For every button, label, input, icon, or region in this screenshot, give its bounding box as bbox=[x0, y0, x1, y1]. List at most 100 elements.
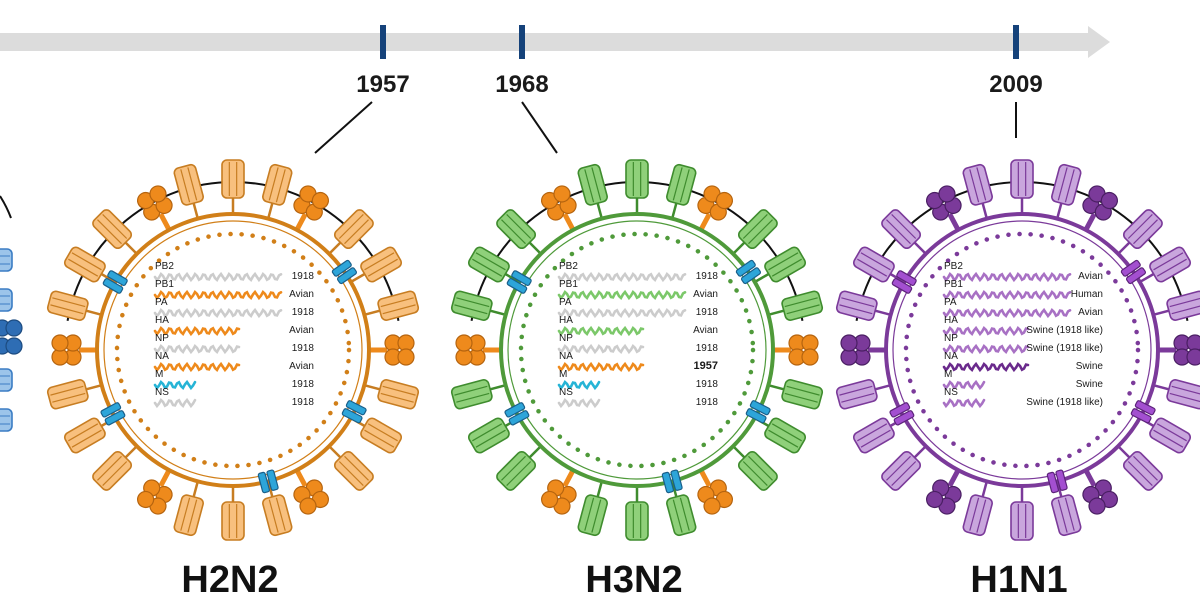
ion-channel bbox=[661, 469, 683, 494]
segment-origin-na: 1957 bbox=[694, 360, 718, 372]
hemagglutinin-spike bbox=[46, 379, 106, 410]
ion-channel bbox=[889, 402, 915, 426]
ion-channel bbox=[506, 270, 532, 294]
partial-virus-left bbox=[0, 195, 23, 432]
segment-label-np: NP bbox=[155, 333, 169, 344]
neuraminidase-spike bbox=[292, 185, 329, 235]
rna-segment-ns bbox=[557, 397, 601, 409]
matrix-layer bbox=[903, 231, 1141, 469]
timeline-bar bbox=[0, 33, 1088, 51]
segment-label-pb2: PB2 bbox=[155, 261, 174, 272]
rna-segment-pb2 bbox=[153, 271, 283, 283]
segment-label-np: NP bbox=[559, 333, 573, 344]
segment-origin-pb1: Avian bbox=[289, 289, 314, 300]
hemagglutinin-spike bbox=[262, 163, 293, 223]
hemagglutinin-spike bbox=[46, 290, 106, 321]
neuraminidase-spike bbox=[769, 334, 819, 366]
segment-origin-np: Swine (1918 like) bbox=[1026, 343, 1103, 354]
segment-origin-pb2: Avian bbox=[1078, 271, 1103, 282]
rna-segment-pb1 bbox=[153, 289, 283, 301]
segment-origin-ns: 1918 bbox=[696, 397, 719, 408]
segment-origin-ns: Swine (1918 like) bbox=[1026, 397, 1103, 408]
neuraminidase-spike bbox=[51, 334, 101, 366]
rna-segment-ns bbox=[942, 397, 986, 409]
segment-label-na: NA bbox=[944, 351, 958, 362]
hemagglutinin-spike bbox=[881, 442, 930, 491]
ion-channel bbox=[102, 270, 128, 294]
segment-label-ha: HA bbox=[155, 315, 169, 326]
hemagglutinin-spike bbox=[577, 163, 608, 223]
virus-h3n2: PB21918PB1AvianPA1918HAAvianNP1918NA1957… bbox=[450, 159, 824, 600]
segment-label-ns: NS bbox=[944, 387, 958, 398]
hemagglutinin-spike bbox=[467, 414, 524, 454]
timeline-tick-1968 bbox=[519, 25, 525, 59]
hemagglutinin-spike bbox=[346, 246, 403, 286]
rna-segment-pb1 bbox=[557, 289, 687, 301]
ion-channel bbox=[735, 259, 761, 285]
hemagglutinin-spike bbox=[750, 246, 807, 286]
rna-segment-pb1 bbox=[942, 289, 1072, 301]
segment-origin-m: 1918 bbox=[696, 379, 719, 390]
segment-label-pb2: PB2 bbox=[559, 261, 578, 272]
rna-segment-ha bbox=[942, 325, 1030, 337]
segment-label-m: M bbox=[155, 369, 163, 380]
segment-origin-pb2: 1918 bbox=[696, 271, 719, 282]
segment-label-pb1: PB1 bbox=[559, 279, 578, 290]
segment-origin-ha: Avian bbox=[289, 325, 314, 336]
ion-channel bbox=[891, 270, 917, 294]
hemagglutinin-spike bbox=[173, 477, 204, 537]
year-label-1968: 1968 bbox=[495, 71, 548, 98]
hemagglutinin-spike bbox=[173, 163, 204, 223]
rna-segment-pa bbox=[942, 307, 1072, 319]
segment-label-pb2: PB2 bbox=[944, 261, 963, 272]
rna-segment-na bbox=[153, 361, 241, 373]
segment-label-ns: NS bbox=[559, 387, 573, 398]
segment-label-pa: PA bbox=[944, 297, 957, 308]
neuraminidase-spike bbox=[541, 185, 578, 235]
rna-segment-m bbox=[557, 379, 601, 391]
ion-channel bbox=[257, 469, 279, 494]
connector-1968 bbox=[521, 101, 558, 154]
segment-label-na: NA bbox=[559, 351, 573, 362]
neuraminidase-spike bbox=[137, 465, 174, 515]
segment-origin-np: 1918 bbox=[292, 343, 315, 354]
rna-segment-pa bbox=[557, 307, 687, 319]
virus-layer: PB21918PB1AvianPA1918HAAvianNP1918NAAvia… bbox=[0, 101, 1200, 600]
hemagglutinin-spike bbox=[221, 159, 245, 218]
neuraminidase-spike bbox=[1154, 334, 1200, 366]
viral-envelope-inner bbox=[507, 220, 767, 480]
hemagglutinin-spike bbox=[625, 159, 649, 218]
segment-origin-m: Swine bbox=[1076, 379, 1104, 390]
rna-segment-ns bbox=[153, 397, 197, 409]
neuraminidase-spike bbox=[926, 185, 963, 235]
rna-segment-m bbox=[153, 379, 197, 391]
virus-name-h1n1: H1N1 bbox=[970, 559, 1067, 600]
neuraminidase-spike bbox=[696, 185, 733, 235]
segment-origin-pb1: Avian bbox=[693, 289, 718, 300]
rna-segment-pa bbox=[153, 307, 283, 319]
rna-segment-m bbox=[942, 379, 986, 391]
hemagglutinin-spike bbox=[63, 246, 120, 286]
ion-channel bbox=[331, 259, 357, 285]
segment-label-ns: NS bbox=[155, 387, 169, 398]
hemagglutinin-spike bbox=[835, 290, 895, 321]
segment-label-pa: PA bbox=[155, 297, 168, 308]
segment-origin-pa: 1918 bbox=[292, 307, 315, 318]
ion-channel bbox=[745, 400, 771, 424]
timeline-tick-1957 bbox=[380, 25, 386, 59]
hemagglutinin-spike bbox=[1051, 163, 1082, 223]
rna-segment-np bbox=[557, 343, 645, 355]
timeline-arrowhead bbox=[1088, 26, 1110, 58]
segment-label-na: NA bbox=[155, 351, 169, 362]
ion-channel bbox=[341, 400, 367, 424]
hemagglutinin-spike bbox=[360, 290, 420, 321]
rna-segment-na bbox=[557, 361, 645, 373]
virus-name-h2n2: H2N2 bbox=[181, 559, 278, 600]
ion-channel bbox=[100, 402, 126, 426]
segment-label-m: M bbox=[944, 369, 952, 380]
connector-1957 bbox=[314, 101, 373, 154]
neuraminidase-spike bbox=[541, 465, 578, 515]
segment-label-m: M bbox=[559, 369, 567, 380]
